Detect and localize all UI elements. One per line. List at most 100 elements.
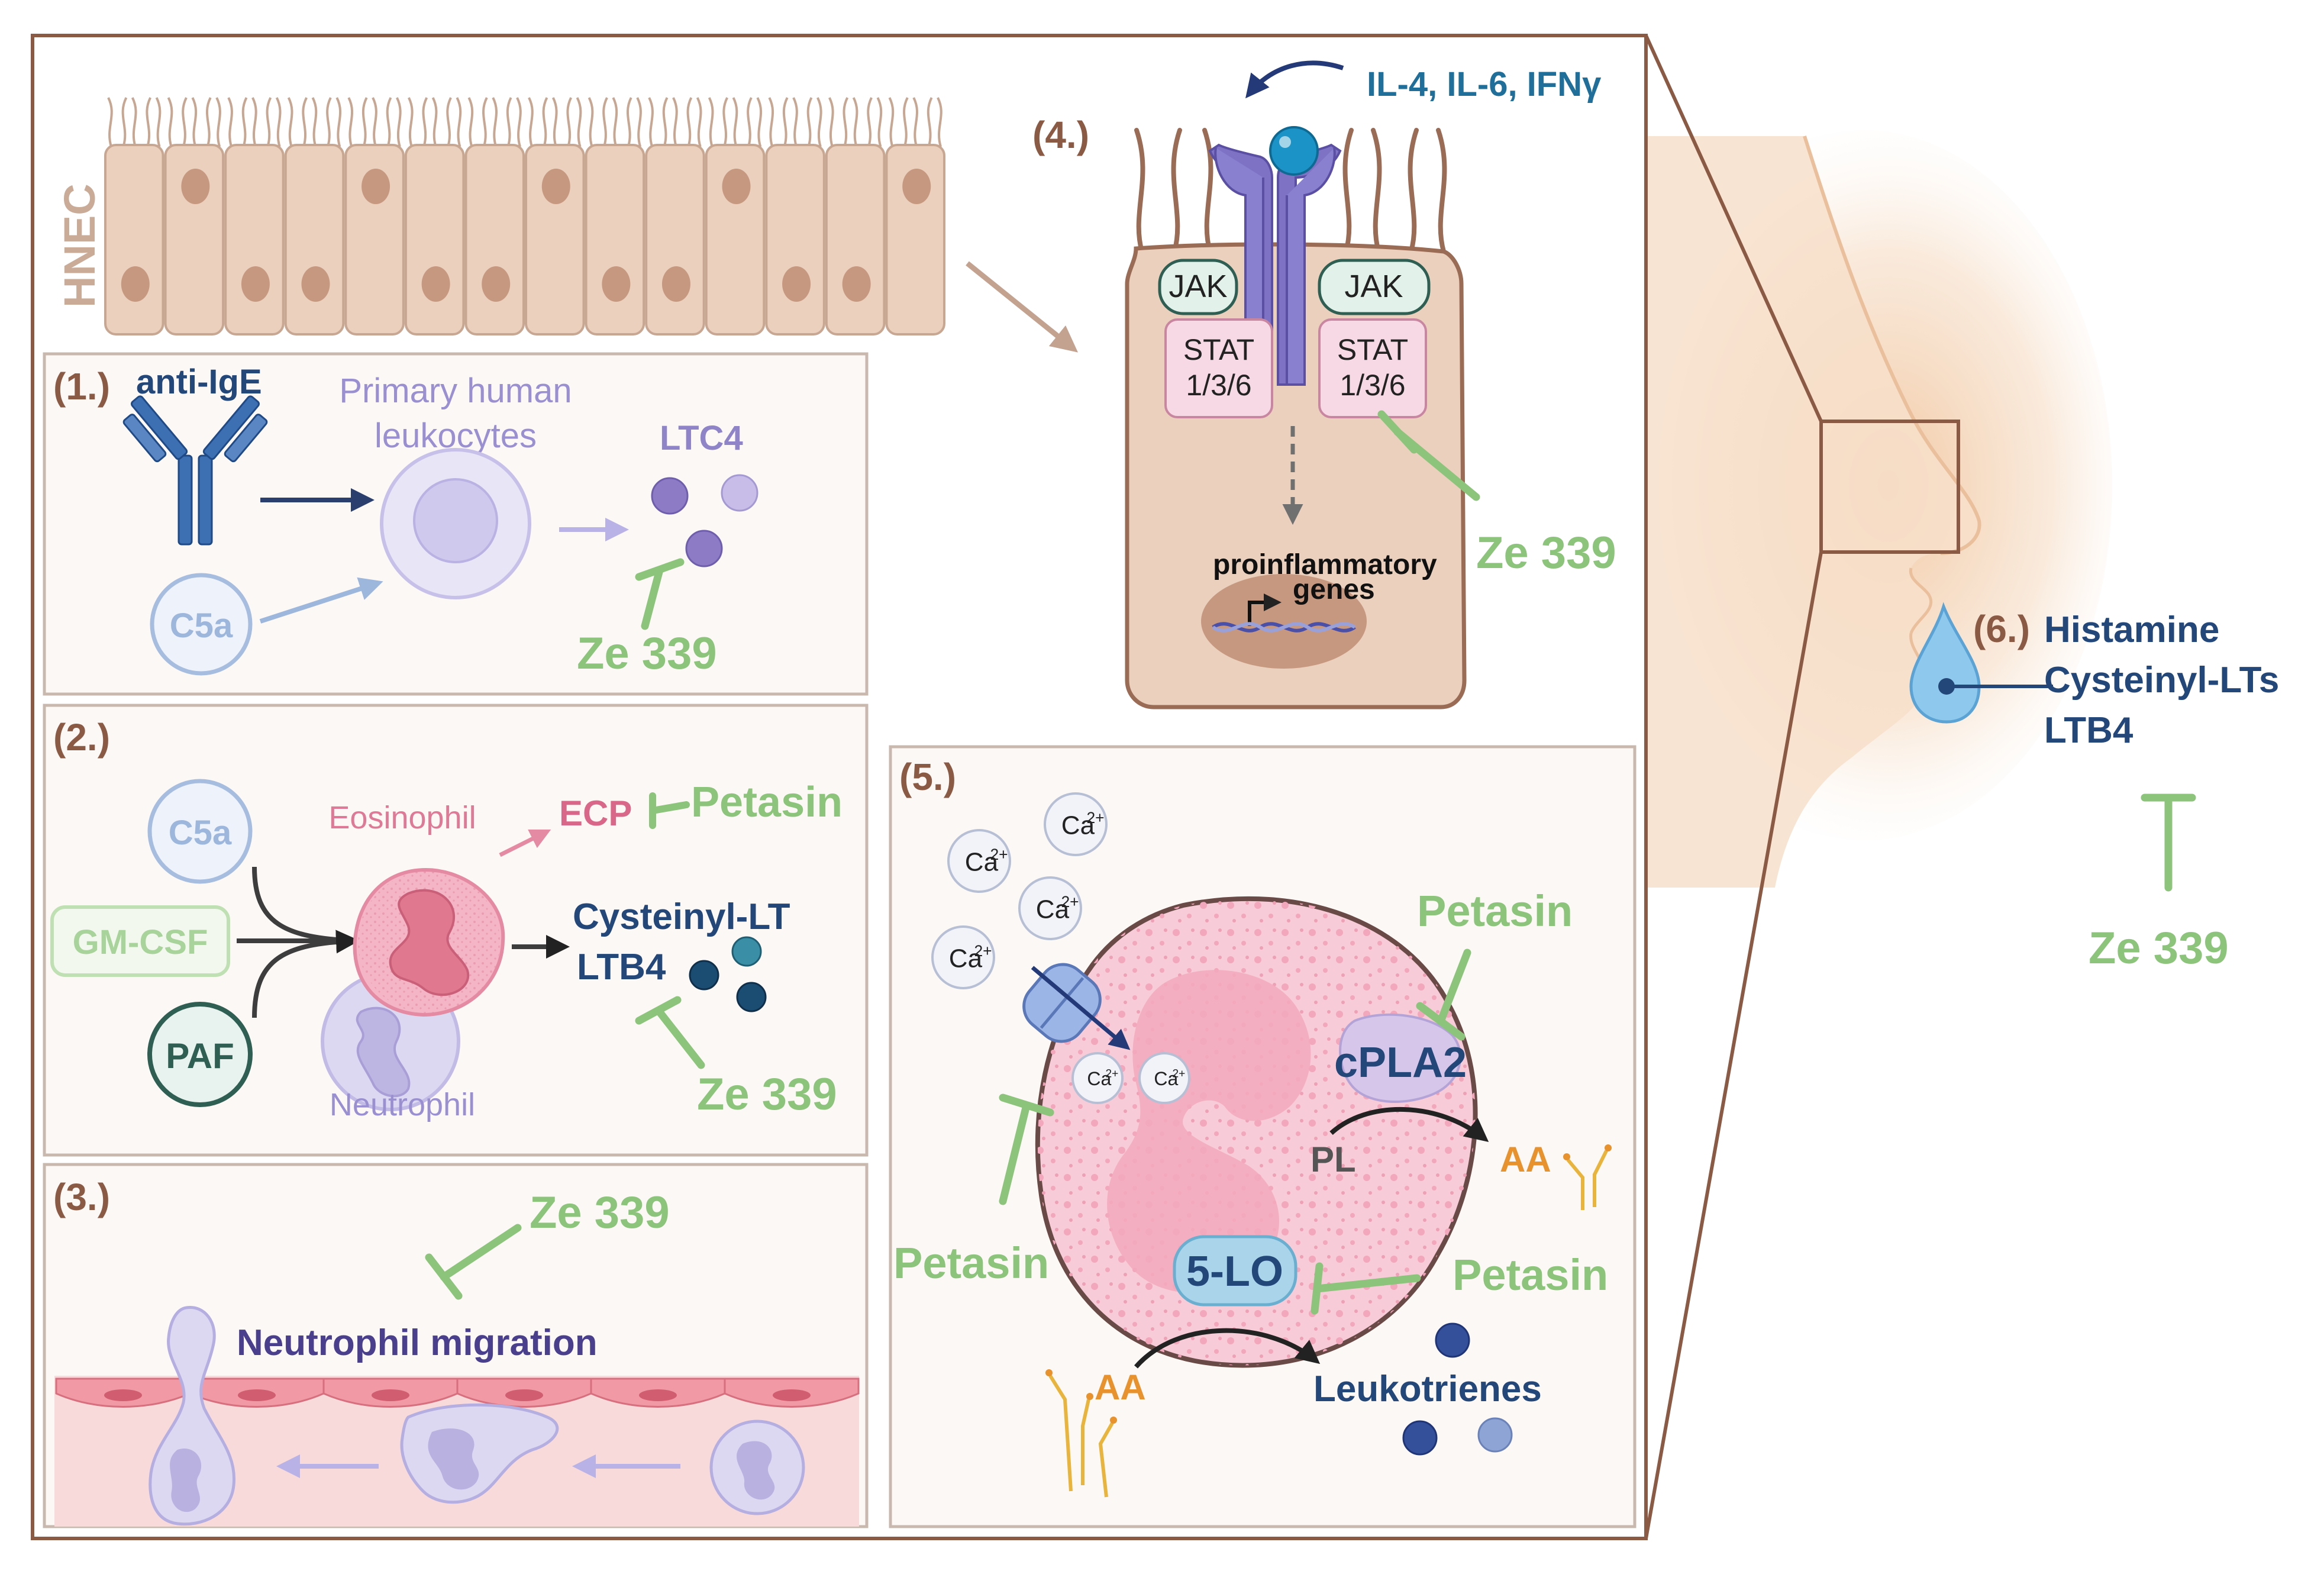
epithelial-cell [464,144,525,336]
calcium-ions: Ca2+Ca2+Ca2+Ca2+Ca2+Ca2+ [931,792,1190,1104]
cilium [456,97,462,147]
panel-4-microvilli [1134,128,1447,254]
panel-2-number: (2.) [53,716,110,759]
ltc4-molecule-2 [721,474,758,512]
cilium [672,97,678,147]
arachidonic-acid-icon-right [1563,1144,1612,1210]
cilium [275,97,282,147]
lt-molecule-3 [736,982,767,1012]
cilium [708,97,714,147]
c5a-to-leukocyte-arrow [259,577,383,624]
cilium [182,97,188,147]
cilium [937,97,942,147]
inhibitor-panel2 [635,996,705,1069]
face-profile-illustration [1597,130,2112,888]
panel-4-number: (4.) [1032,114,1089,156]
cilium [696,97,702,147]
stat-right-line1: STAT [1337,333,1408,366]
calcium-ion [1018,876,1082,940]
neutrophil-nucleus-panel2 [356,1007,411,1098]
epithelial-cell [404,144,465,336]
inhibitor-cpla2 [1416,949,1471,1041]
cilium [467,97,474,147]
cilium [852,97,858,147]
cilium [602,97,608,147]
calcium-channel [1022,963,1102,1043]
cilium [492,97,498,147]
cilium [636,97,642,147]
nasal-epithelium: HNEC [55,97,1079,353]
zoom-box [1819,420,1960,554]
cilium [347,97,354,147]
calcium-ion-label: Ca [1061,811,1095,840]
cysteinyl-lt-label: Cysteinyl-LT [573,896,790,937]
mediator-ltb4: LTB4 [2044,710,2133,751]
microvillus [1371,128,1382,254]
cytokine-ligand [1269,126,1319,176]
cilium [756,97,763,147]
calcium-ion [931,925,995,989]
panel-1-number: (1.) [53,365,110,408]
eosinophil-large-nucleus [1107,970,1311,1293]
eosinophil-nucleus [389,889,470,996]
petasin-label-channel: Petasin [893,1238,1049,1288]
leukotriene-molecule-1 [1435,1322,1470,1358]
cilium [107,97,113,147]
aa-label-product: AA [1500,1140,1551,1179]
cilium [506,97,512,147]
calcium-ion-charge: 2+ [1086,809,1104,827]
cilium [626,97,632,147]
jak-left-label: JAK [1169,269,1227,304]
gmcsf-box [50,905,230,977]
stat-right-box [1318,318,1427,418]
epithelial-nucleus [241,266,270,302]
panel-3-number: (3.) [53,1176,110,1218]
epithelial-cell [825,144,886,336]
cilium [431,97,438,147]
pl-to-aa-arrow [1329,1107,1489,1143]
cilium [806,97,813,147]
c5a-label-panel1: C5a [170,607,233,645]
petasin-label-5lo: Petasin [1452,1250,1608,1299]
panel-6: (6.) Histamine Cysteinyl-LTs LTB4 Ze 339 [1909,602,2279,973]
cilium [566,97,572,147]
panel-6-number: (6.) [1973,608,2030,650]
cilium [927,97,933,147]
cilium [648,97,654,147]
aa-to-leukotrienes-arrow [1134,1328,1321,1369]
cytokines-label: IL-4, IL-6, IFNγ [1367,65,1602,104]
endothelial-cells [55,1378,860,1408]
cilium [311,97,318,147]
jak-right-box [1318,259,1431,315]
microvillus [1408,128,1419,254]
inhibitor-panel6 [2141,793,2196,892]
ltc4-label: LTC4 [660,419,743,457]
epithelial-nucleus [181,169,210,204]
panel-5-number: (5.) [899,756,956,798]
anti-ige-label: anti-IgE [136,363,262,401]
mediator-histamine: Histamine [2044,609,2219,650]
ltb4-label-panel2: LTB4 [577,947,666,988]
epithelial-nucleus [482,266,511,302]
eosinophil-label: Eosinophil [328,800,476,835]
calcium-influx-arrow [1031,966,1131,1050]
ze339-label-panel6: Ze 339 [2089,923,2229,973]
cilium [612,97,618,147]
genes-label-line1: proinflammatory [1213,549,1437,580]
calcium-ion-charge: 2+ [1105,1067,1118,1080]
lt-molecule-1 [731,936,762,967]
panel-5: (5.) Ca2+Ca2+Ca2+Ca2+Ca2+Ca2+ Petasin cP… [889,745,1637,1528]
endothelial-nucleus [639,1389,677,1401]
ze339-label-panel1: Ze 339 [577,628,717,679]
inhibitor-ecp [649,792,690,829]
cilium [131,97,137,147]
cilium [903,97,909,147]
cilium [372,97,377,147]
cilium [551,97,558,147]
calcium-ion [1044,792,1108,856]
epithelial-nucleus [602,266,631,302]
epithelial-nucleus [361,169,390,204]
cilium [843,97,849,147]
microvillus [1134,128,1145,254]
